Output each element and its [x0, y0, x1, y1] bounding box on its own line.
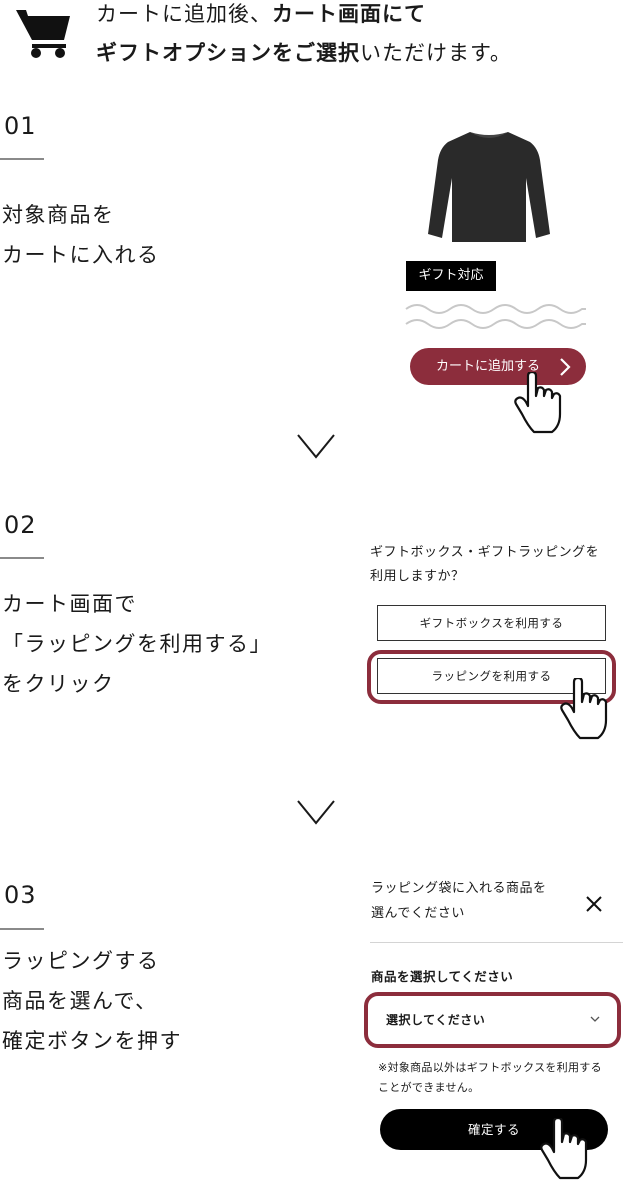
pointing-hand-icon	[514, 372, 562, 434]
step-divider-1	[0, 158, 44, 160]
use-giftbox-button[interactable]: ギフトボックスを利用する	[377, 605, 606, 641]
placeholder-text-lines	[405, 304, 586, 329]
header-line-1: カートに追加後、カート画面にて	[96, 2, 426, 26]
step-description-2: カート画面で 「ラッピングを利用する」 をクリック	[2, 592, 272, 696]
confirm-button[interactable]: 確定する	[380, 1109, 608, 1150]
pointing-hand-icon	[540, 1118, 588, 1180]
chevron-right-icon	[560, 358, 571, 376]
use-wrapping-button[interactable]: ラッピングを利用する	[377, 658, 606, 694]
step-number-3: 03	[4, 881, 37, 909]
wrapping-note: ※対象商品以外はギフトボックスを利用する ことができません。	[378, 1061, 602, 1094]
wrapping-highlight	[367, 650, 616, 704]
step-number-1: 01	[4, 112, 37, 140]
pointing-hand-icon	[560, 678, 608, 740]
add-to-cart-button[interactable]: カートに追加する	[410, 348, 586, 385]
modal-divider	[370, 942, 623, 943]
gift-option-question: ギフトボックス・ギフトラッピングを 利用しますか？	[370, 545, 600, 584]
gift-available-tag: ギフト対応	[406, 261, 496, 291]
cart-icon	[16, 10, 70, 58]
select-product-label: 商品を選択してください	[371, 969, 514, 984]
chevron-down-icon	[590, 1016, 600, 1022]
header-line-2: ギフトオプションをご選択いただけます。	[96, 41, 512, 65]
step-description-1: 対象商品を カートに入れる	[2, 203, 160, 267]
product-select[interactable]: 選択してください	[371, 999, 614, 1041]
step-number-2: 02	[4, 511, 37, 539]
step-description-3: ラッピングする 商品を選んで、 確定ボタンを押す	[2, 949, 182, 1053]
step-divider-3	[0, 928, 44, 930]
select-highlight	[364, 992, 621, 1048]
chevron-down-icon	[297, 434, 335, 459]
sweater-product-image	[428, 132, 550, 242]
modal-title: ラッピング袋に入れる商品を 選んでください	[371, 881, 547, 921]
close-icon[interactable]	[584, 894, 604, 914]
chevron-down-icon	[297, 800, 335, 825]
step-divider-2	[0, 557, 44, 559]
